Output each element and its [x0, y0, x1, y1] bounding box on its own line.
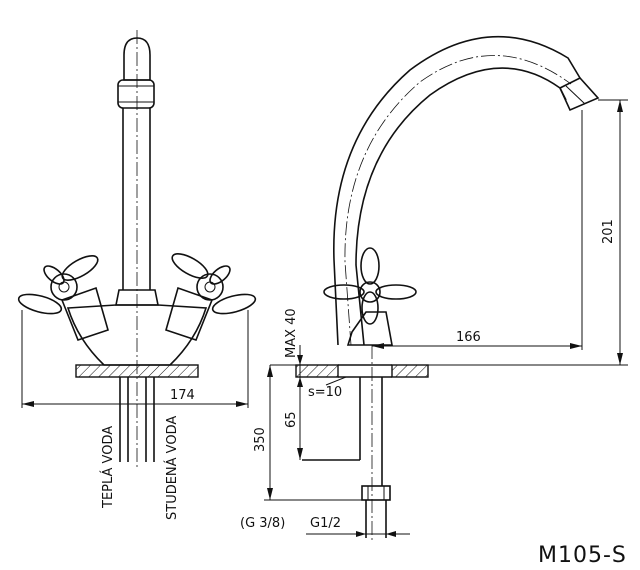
- dim-len-350: 350: [253, 427, 268, 452]
- label-cold-water: STUDENÁ VODA: [164, 416, 180, 520]
- dim-height-201: 201: [601, 219, 616, 244]
- dim-width-174: 174: [170, 388, 195, 403]
- label-hot-water: TEPLÁ VODA: [100, 426, 116, 509]
- side-aerator: [558, 77, 600, 112]
- label-thread-g38: (G 3/8): [240, 516, 285, 531]
- side-spout-center: [344, 55, 572, 346]
- label-s10: s=10: [308, 385, 342, 400]
- side-base-left: [295, 364, 339, 378]
- side-spout-inner: [355, 67, 567, 346]
- front-left-valve: [17, 255, 109, 341]
- front-base-plate: [75, 364, 199, 378]
- side-spout-outer: [333, 35, 581, 346]
- front-right-valve: [165, 253, 257, 341]
- side-fitting: [361, 485, 391, 501]
- dim-reach-166: 166: [456, 330, 481, 345]
- model-number: M105-S: [538, 543, 627, 568]
- side-view: [264, 35, 628, 542]
- side-base-right: [391, 364, 429, 378]
- front-view: [17, 30, 257, 470]
- dim-len-65: 65: [284, 411, 299, 428]
- front-aerator: [117, 79, 155, 109]
- side-valve: [323, 247, 417, 346]
- label-thread-g12: G1/2: [310, 516, 341, 531]
- label-max-40: MAX 40: [284, 308, 299, 358]
